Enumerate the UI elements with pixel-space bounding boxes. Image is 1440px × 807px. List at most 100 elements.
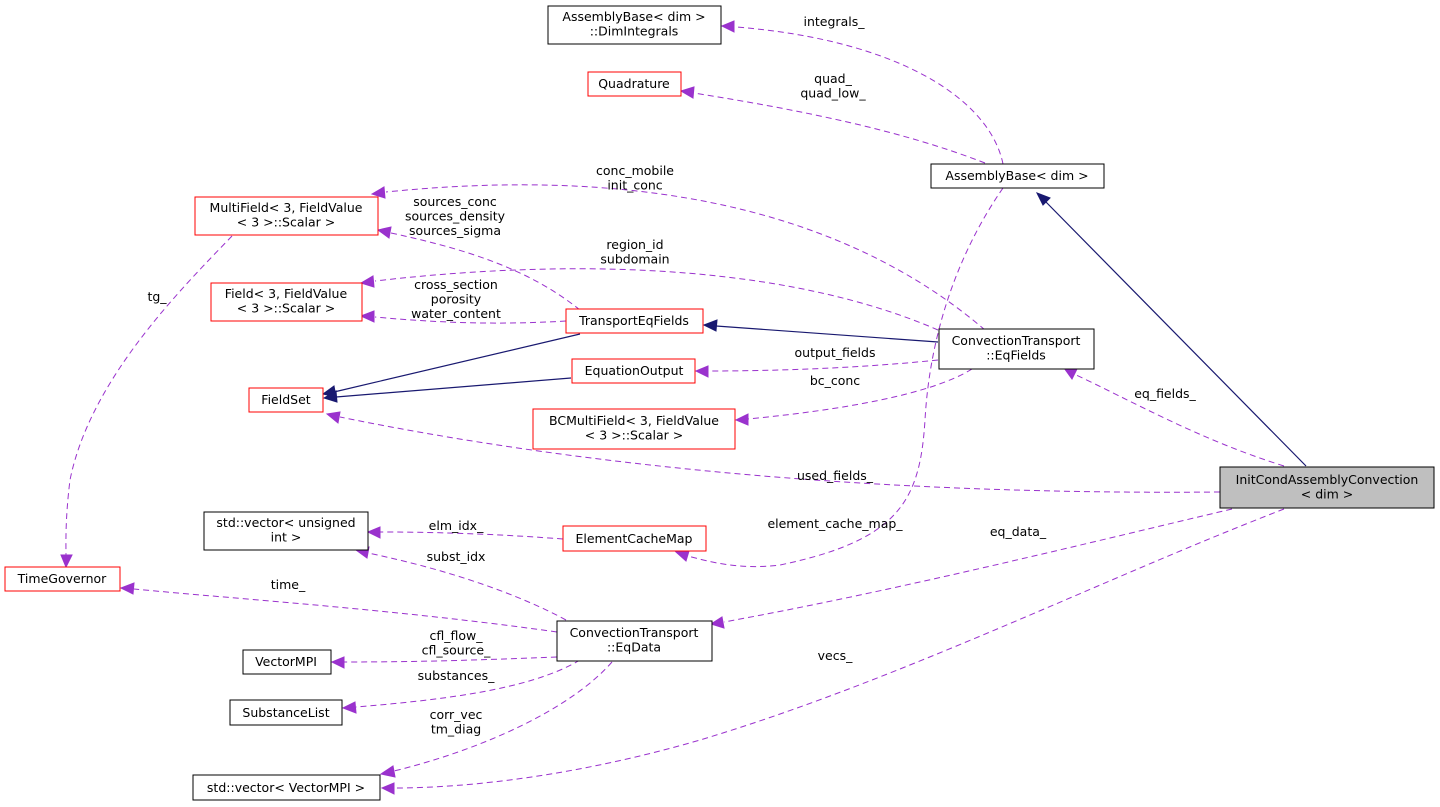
node-box <box>203 511 369 551</box>
edge-quad <box>693 92 986 164</box>
arrowhead-tg <box>60 554 73 569</box>
node-label: TimeGovernor <box>17 571 108 586</box>
arrowhead-cross <box>359 310 375 323</box>
arrowhead-time <box>119 582 135 595</box>
node-assemblybase-dimintegrals[interactable]: AssemblyBase< dim >::DimIntegrals <box>547 5 722 45</box>
node-box <box>532 408 736 450</box>
node-label: BCMultiField< 3, FieldValue< 3 >::Scalar… <box>549 413 719 443</box>
node-box <box>938 328 1095 370</box>
label-eq-fields: eq_fields_ <box>1134 386 1196 401</box>
node-vectormpi[interactable]: VectorMPI <box>242 649 332 675</box>
node-fieldset[interactable]: FieldSet <box>248 387 324 413</box>
node-label: ElementCacheMap <box>575 531 692 546</box>
node-box <box>571 358 696 384</box>
node-label: std::vector< VectorMPI > <box>207 780 365 795</box>
node-convectiontransport-eqdata[interactable]: ConvectionTransport::EqData <box>556 620 713 662</box>
arrowhead-eq-data <box>709 616 725 629</box>
edge-element-cache-map <box>687 187 1004 568</box>
edge-bc-conc <box>747 368 973 420</box>
node-label: Field< 3, FieldValue< 3 >::Scalar > <box>225 286 348 316</box>
node-label: SubstanceList <box>242 705 329 720</box>
arrowhead-assemblybase <box>1035 192 1051 206</box>
node-elementcachemap[interactable]: ElementCacheMap <box>562 525 707 552</box>
arrowhead-output-fields <box>694 365 709 378</box>
label-subst-idx: subst_idx <box>427 549 486 564</box>
arrowhead-substances <box>341 701 357 714</box>
edge-transporteqfields-to-fieldset <box>333 333 581 393</box>
edge-eq-data <box>723 508 1233 623</box>
edge-eq-fields <box>1073 373 1285 467</box>
node-box <box>547 5 722 45</box>
node-quadrature[interactable]: Quadrature <box>587 71 682 97</box>
arrowhead-bc-conc <box>734 413 749 426</box>
edge-vecs <box>393 508 1285 789</box>
node-label: ConvectionTransport::EqFields <box>952 333 1081 363</box>
edge-initcond-to-assemblybase <box>1044 200 1307 467</box>
arrowhead-conc <box>370 186 386 199</box>
arrowhead-elm-idx <box>366 526 381 539</box>
arrowhead-sources <box>376 226 392 239</box>
edge-equationoutput-to-fieldset <box>335 377 572 398</box>
arrowhead-element-cache-map <box>674 550 690 562</box>
node-box <box>248 387 324 413</box>
arrowhead-corr <box>379 765 396 778</box>
node-timegovernor[interactable]: TimeGovernor <box>4 566 121 592</box>
arrowhead-vecs <box>380 782 395 795</box>
node-label: VectorMPI <box>255 654 317 669</box>
node-box <box>229 699 343 726</box>
label-substances: substances_ <box>418 668 495 683</box>
arrowhead-used-fields <box>325 411 341 424</box>
label-used-fields: used_fields_ <box>797 468 874 483</box>
nodes: AssemblyBase< dim >::DimIntegrals Quadra… <box>4 5 1435 801</box>
edge-time <box>133 588 558 633</box>
node-label: ConvectionTransport::EqData <box>570 625 699 655</box>
node-label: AssemblyBase< dim >::DimIntegrals <box>562 9 705 39</box>
label-elm-idx: elm_idx_ <box>429 518 484 533</box>
label-integrals: integrals_ <box>804 14 866 29</box>
node-bcmultifield[interactable]: BCMultiField< 3, FieldValue< 3 >::Scalar… <box>532 408 736 450</box>
node-label: MultiField< 3, FieldValue< 3 >::Scalar > <box>210 200 363 230</box>
node-box <box>562 525 707 552</box>
edge-integrals <box>735 26 1004 165</box>
edge-output-fields <box>707 359 939 372</box>
node-multifield[interactable]: MultiField< 3, FieldValue< 3 >::Scalar > <box>194 196 379 236</box>
node-equationoutput[interactable]: EquationOutput <box>571 358 696 384</box>
edge-cross <box>374 316 567 324</box>
node-transporteqfields[interactable]: TransportEqFields <box>565 308 704 334</box>
node-box <box>1219 466 1435 509</box>
arrowhead-fieldset-2 <box>322 390 338 403</box>
edge-subst-idx <box>367 552 567 621</box>
node-box <box>242 649 332 675</box>
node-substancelist[interactable]: SubstanceList <box>229 699 343 726</box>
node-box <box>210 282 363 322</box>
label-quad: quad_quad_low_ <box>800 71 866 101</box>
arrowhead-integrals <box>720 20 735 33</box>
node-convectiontransport-eqfields[interactable]: ConvectionTransport::EqFields <box>938 328 1095 370</box>
edge-elm-idx <box>379 531 564 540</box>
edge-cteqfields-to-transporteqfields <box>715 325 939 343</box>
label-time: time_ <box>271 577 306 592</box>
edge-sources <box>390 232 581 311</box>
label-vecs: vecs_ <box>818 648 853 663</box>
node-label: EquationOutput <box>585 363 684 378</box>
node-box <box>194 196 379 236</box>
node-vector-vectormpi[interactable]: std::vector< VectorMPI > <box>192 774 381 801</box>
inheritance-edges <box>321 192 1307 467</box>
label-output-fields: output_fields <box>795 345 876 360</box>
node-field[interactable]: Field< 3, FieldValue< 3 >::Scalar > <box>210 282 363 322</box>
label-element-cache-map: element_cache_map_ <box>767 516 903 531</box>
node-assemblybase[interactable]: AssemblyBase< dim > <box>930 163 1105 189</box>
label-cfl: cfl_flow_cfl_source_ <box>422 628 492 658</box>
edge-used-fields <box>339 416 1221 493</box>
arrowhead-quad <box>679 86 695 99</box>
node-initcondassemblyconvection[interactable]: InitCondAssemblyConvection< dim > <box>1219 466 1435 509</box>
edge-tg <box>65 235 233 558</box>
edge-corr <box>393 661 613 772</box>
